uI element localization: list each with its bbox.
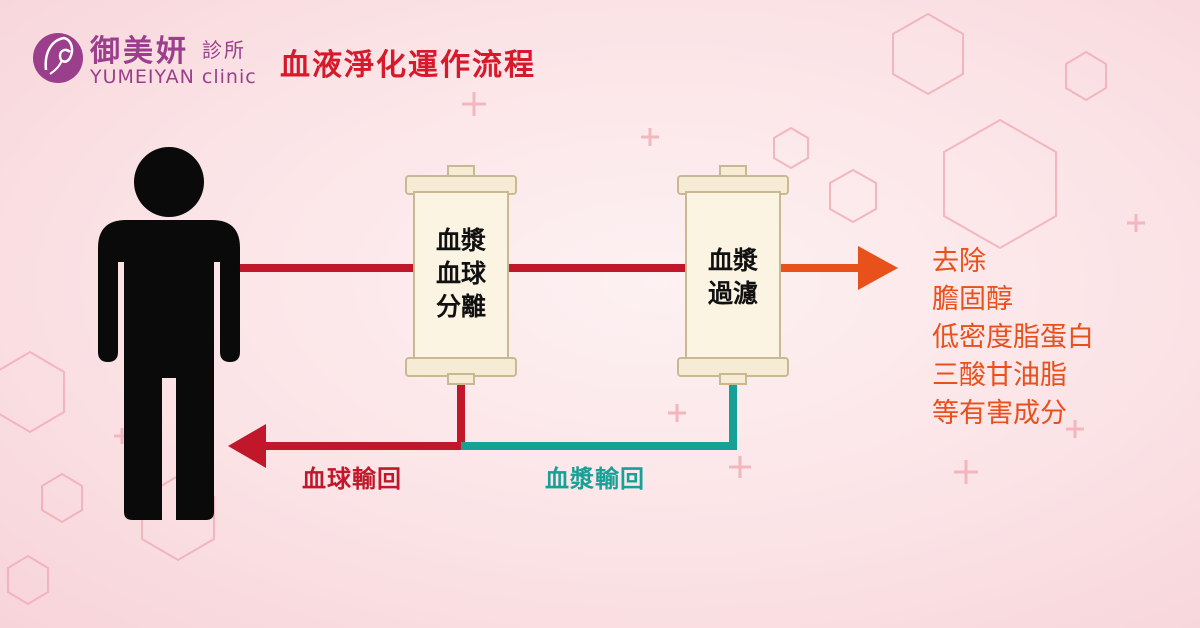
removal-item: 三酸甘油脂 (932, 360, 1067, 391)
plasma-return-line (461, 380, 737, 450)
plus-decoration (668, 404, 686, 422)
hexagon-decoration (892, 12, 964, 96)
plasma-return-label: 血漿輸回 (545, 465, 645, 493)
removal-list: 去除 膽固醇 低密度脂蛋白 三酸甘油脂 等有害成分 (932, 243, 1094, 433)
page-title: 血液淨化運作流程 (280, 48, 536, 83)
separator-unit-label: 血漿 血球 分離 (435, 226, 486, 321)
brand-logo-icon (33, 33, 83, 83)
hexagon-decoration (773, 126, 809, 170)
hexagon-decoration (943, 118, 1057, 250)
plus-decoration (641, 128, 659, 146)
plus-decoration (462, 92, 486, 116)
plus-decoration (1066, 420, 1084, 438)
plus-decoration (954, 460, 978, 484)
arrow-right-icon (858, 246, 898, 290)
hexagon-decoration (7, 554, 49, 606)
plasma-filter-unit-label: 血漿 過濾 (707, 246, 758, 308)
hexagon-decoration (1065, 50, 1107, 102)
filter-canister-icon (677, 165, 789, 385)
removal-item: 膽固醇 (932, 284, 1013, 315)
plus-decoration (1127, 214, 1145, 232)
blood-cells-return-label: 血球輸回 (302, 465, 402, 493)
hexagon-decoration (829, 168, 877, 224)
hexagon-decoration (0, 350, 65, 434)
arrow-left-icon (228, 424, 266, 468)
blood-cells-return-line (262, 380, 465, 450)
removal-item: 低密度脂蛋白 (932, 322, 1094, 353)
brand-english-name: YUMEIYAN clinic (90, 66, 257, 88)
removal-heading: 去除 (932, 246, 986, 277)
brand-suffix: 診所 (202, 38, 246, 62)
plus-decoration (729, 456, 751, 478)
hexagon-decoration (41, 472, 83, 524)
brand-name: 御美妍 (90, 34, 189, 69)
removal-item: 等有害成分 (932, 398, 1067, 429)
person-silhouette-icon (98, 147, 240, 520)
filter-canister-icon (405, 165, 517, 385)
